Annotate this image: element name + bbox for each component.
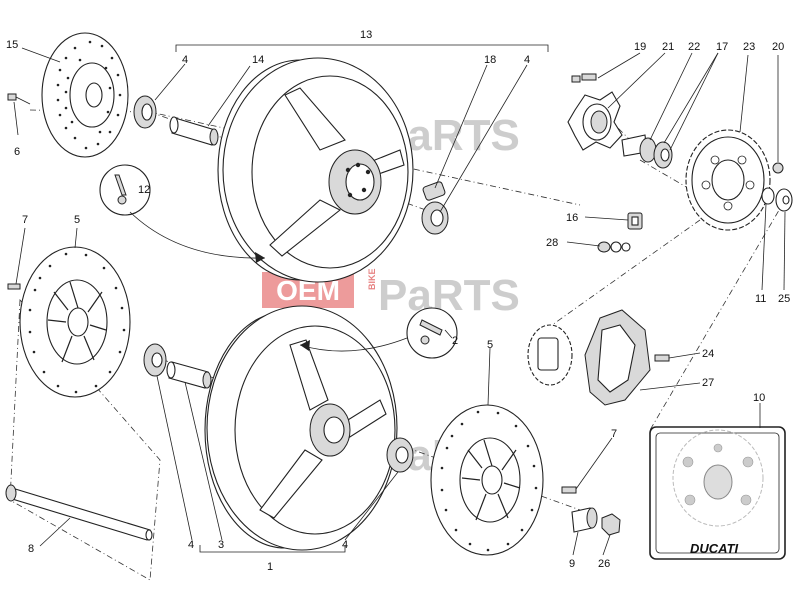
callout-25: 25	[778, 293, 790, 305]
callout-20: 20	[772, 41, 784, 53]
hub-bearing-spacers	[621, 134, 673, 169]
axle-spacer	[571, 507, 598, 533]
bracket-1	[199, 545, 346, 553]
front-spacer	[166, 361, 212, 389]
callout-11: 11	[755, 293, 766, 305]
callout-4-bottom-right: 4	[342, 539, 348, 551]
callout-10: 10	[753, 392, 765, 404]
front-brake-disc-right	[430, 404, 544, 556]
sprocket-cover	[584, 309, 651, 406]
callout-24: 24	[702, 348, 714, 360]
callout-7-right: 7	[611, 428, 617, 440]
rear-bearing-right	[421, 201, 449, 235]
callout-5-right: 5	[487, 339, 493, 351]
callout-19: 19	[634, 41, 646, 53]
callout-14: 14	[252, 54, 264, 66]
rear-sprocket	[685, 129, 771, 231]
callout-13: 13	[360, 29, 372, 41]
front-disc-bolt-left	[7, 283, 21, 290]
callout-17: 17	[716, 41, 728, 53]
callout-2: 2	[452, 335, 458, 347]
front-bearing-left	[143, 343, 167, 377]
callout-3: 3	[218, 539, 224, 551]
sprocket-nut	[772, 162, 784, 174]
rear-disc-hub-hole	[85, 82, 103, 108]
callout-8: 8	[28, 543, 34, 555]
front-sprocket	[527, 324, 573, 386]
rear-wheel-rim	[217, 57, 414, 283]
front-brake-disc-left	[19, 246, 131, 398]
callout-1: 1	[267, 561, 273, 573]
callout-4-top-right: 4	[524, 54, 530, 66]
watermark-bike-text-2: BIKE	[367, 268, 377, 290]
callout-27: 27	[702, 377, 714, 389]
cover-bolt	[654, 354, 670, 362]
callout-26: 26	[598, 558, 610, 570]
front-bearing-right	[386, 437, 414, 473]
rear-brake-disc	[41, 32, 129, 158]
callout-labels: 13 15 4 14 18 4 6 12 19 21 22 17 23 20 1…	[6, 29, 790, 573]
valve-detail-rear	[99, 164, 266, 263]
callout-28: 28	[546, 237, 558, 249]
callout-18: 18	[484, 54, 496, 66]
chain-connecting-link	[627, 212, 643, 230]
callout-15: 15	[6, 39, 18, 51]
callout-9: 9	[569, 558, 575, 570]
chain-link-clip	[597, 241, 631, 253]
callout-7-left: 7	[22, 214, 28, 226]
callout-5-left: 5	[74, 214, 80, 226]
sprocket-flange	[567, 91, 623, 151]
front-axle	[5, 484, 153, 541]
sprocket-studs	[571, 73, 597, 83]
callout-4-bottom-left: 4	[188, 539, 194, 551]
callout-21: 21	[662, 41, 674, 53]
rear-bearing-left	[133, 95, 157, 129]
rear-disc-bolt	[7, 93, 31, 105]
axle-nut	[601, 513, 621, 536]
watermark-parts-text-2: PaRTS	[378, 271, 520, 320]
leader-lines	[13, 47, 786, 556]
callout-6: 6	[14, 146, 20, 158]
callout-4-top-left: 4	[182, 54, 188, 66]
bracket-13	[175, 44, 549, 52]
front-wheel-rim	[204, 305, 398, 551]
callout-12: 12	[138, 184, 150, 196]
callout-22: 22	[688, 41, 700, 53]
sprocket-washer	[761, 187, 793, 212]
ducati-logo-text: DUCATI	[690, 541, 739, 556]
callout-16: 16	[566, 212, 578, 224]
front-disc-bolt-right	[561, 486, 577, 494]
rear-spacer	[169, 116, 219, 146]
rear-collar	[422, 181, 446, 201]
valve-detail-front	[299, 307, 458, 359]
callout-23: 23	[743, 41, 755, 53]
brand-plate: DUCATI	[649, 426, 786, 560]
